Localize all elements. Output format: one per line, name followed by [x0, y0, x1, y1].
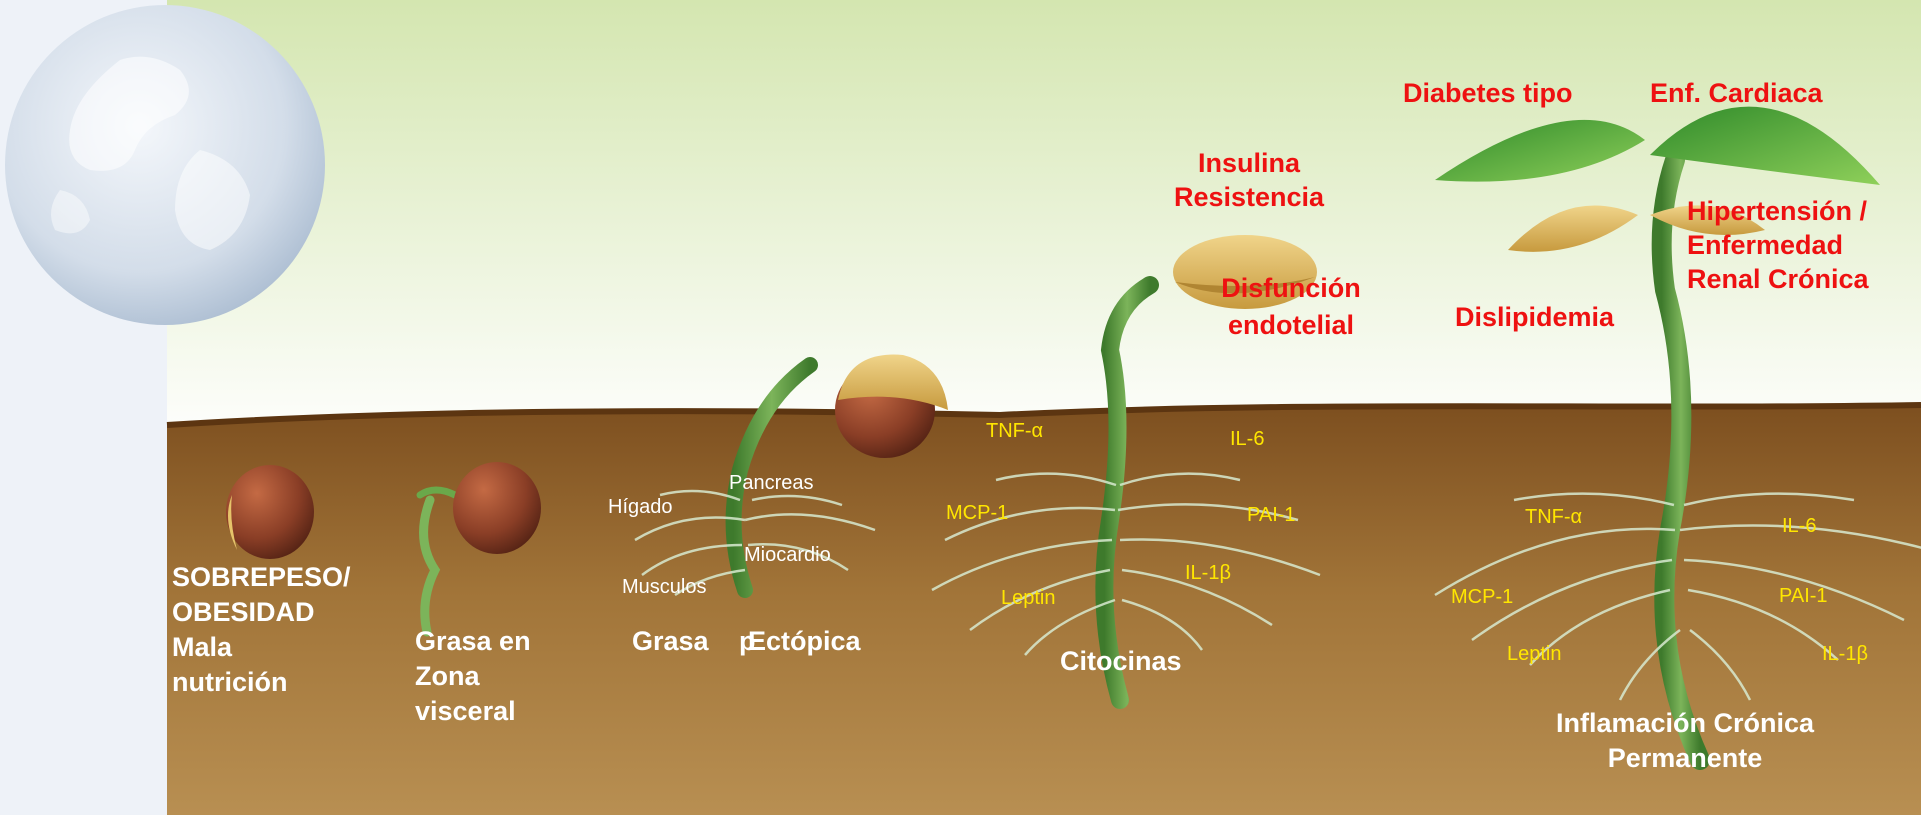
disease-label-endothelial-dysfunction: Disfunción endotelial	[1212, 270, 1370, 344]
cytokine-label-il1: IL-1β	[1822, 643, 1868, 666]
disease-label-insulin-resistance: Insulina Resistencia	[1160, 146, 1338, 214]
cytokine-label-il6: IL-6	[1782, 515, 1816, 538]
cytokine-label-tnf: TNF-α	[986, 420, 1043, 443]
cytokine-label-pai: PAI-1	[1779, 585, 1828, 608]
disease-label-hypertension-ckd: Hipertensión / Enfermedad Renal Crónica	[1687, 194, 1869, 296]
stage-label-ectopic-b: Ectópica	[748, 624, 861, 659]
seed-1	[226, 465, 314, 559]
stage-label-visceral-fat: Grasa en Zona visceral	[415, 624, 531, 729]
cytokine-label-mcp: MCP-1	[946, 502, 1008, 525]
disease-label-cardiac: Enf. Cardiaca	[1650, 76, 1823, 110]
organ-label-heart: Miocardio	[744, 544, 831, 567]
cytokine-label-leptin: Leptin	[1507, 643, 1562, 666]
stage-label-chronic-inflammation: Inflamación Crónica Permanente	[1530, 706, 1840, 776]
cytokine-label-il6: IL-6	[1230, 428, 1264, 451]
globe-icon	[5, 5, 325, 325]
cytokine-label-mcp: MCP-1	[1451, 586, 1513, 609]
organ-label-muscle: Musculos	[622, 576, 706, 599]
disease-label-dyslipidemia: Dislipidemia	[1455, 300, 1614, 334]
disease-label-diabetes: Diabetes tipo	[1403, 76, 1573, 110]
organ-label-liver: Hígado	[608, 496, 673, 519]
cytokine-label-leptin: Leptin	[1001, 587, 1056, 610]
cytokine-label-tnf: TNF-α	[1525, 506, 1582, 529]
cytokine-label-pai: PAI-1	[1247, 504, 1296, 527]
stage-label-cytokines: Citocinas	[1060, 644, 1182, 679]
stage-label-ectopic-a: Grasa	[632, 624, 709, 659]
stage-label-overweight: SOBREPESO/ OBESIDAD Mala nutrición	[172, 560, 351, 700]
cytokine-label-il1: IL-1β	[1185, 562, 1231, 585]
organ-label-pancreas: Pancreas	[729, 472, 814, 495]
